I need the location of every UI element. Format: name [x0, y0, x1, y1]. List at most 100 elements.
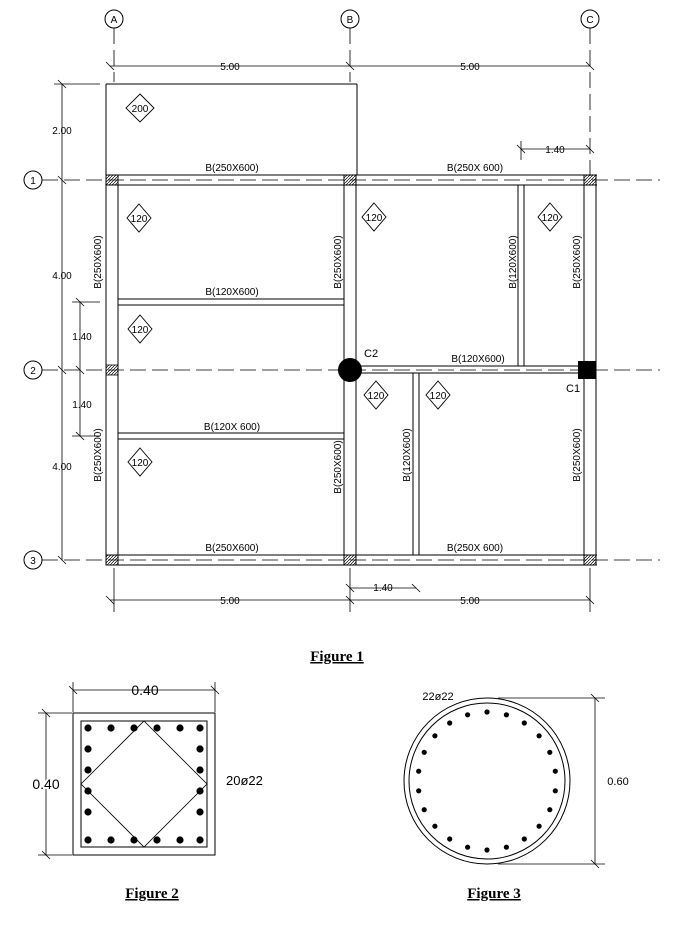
svg-text:120: 120	[430, 391, 447, 402]
svg-text:C1: C1	[566, 383, 580, 395]
secondary-beams	[118, 185, 584, 555]
rebar-dot	[153, 724, 161, 732]
rebar-dot	[547, 749, 553, 755]
rebar-dot	[107, 724, 115, 732]
slab-tag-a3: 120	[127, 447, 153, 477]
dim-span-12: 4.00	[52, 271, 72, 282]
beam-label-row3-bc: B(250X 600)	[447, 543, 503, 554]
rebar-dot	[521, 836, 527, 842]
rebar-dot	[196, 836, 204, 844]
dim-right-offset: 1.40	[545, 145, 565, 156]
fig3-diameter-dim: 0.60	[607, 776, 628, 788]
slab-tag-c1: 120	[537, 202, 563, 232]
fig2-width-dim: 0.40	[131, 682, 158, 698]
beam-label-colA-upper: B(250X600)	[93, 235, 104, 288]
rebar-dot	[536, 733, 542, 739]
dim-top-bc: 5.00	[460, 62, 480, 73]
rebar-dot	[196, 745, 204, 753]
beam-label-sec-upper: B(120X600)	[205, 287, 258, 298]
rebar-dot	[84, 766, 92, 774]
svg-text:3: 3	[30, 556, 36, 567]
beam-label-colB-upper: B(250X600)	[333, 235, 344, 288]
rebar-dot	[84, 724, 92, 732]
figure1-caption: Figure 1	[310, 649, 363, 665]
dimension-lines	[54, 61, 595, 612]
svg-text:C2: C2	[364, 348, 378, 360]
diamond-tie	[80, 720, 208, 848]
circular-column-section: 0.60 22ø22 Figure 3	[403, 691, 631, 902]
dim-bottom-offset: 1.40	[373, 583, 393, 594]
slab-tag-b2: 120	[363, 380, 389, 410]
svg-text:200: 200	[132, 104, 149, 115]
grid-bubble-2: 2	[23, 360, 43, 380]
rebar-dot	[503, 844, 509, 850]
svg-text:120: 120	[132, 325, 149, 336]
beam-label-row1-bc: B(250X 600)	[447, 163, 503, 174]
grid-bubble-a: A	[104, 9, 124, 29]
svg-text:B: B	[347, 15, 354, 26]
slab-tag-a2: 120	[127, 314, 153, 344]
rebar-dot	[552, 788, 558, 794]
dim-span-23: 4.00	[52, 462, 72, 473]
square-rebars	[84, 724, 204, 844]
svg-text:120: 120	[366, 213, 383, 224]
rebar-dot	[521, 720, 527, 726]
rebar-dot	[547, 807, 553, 813]
svg-text:120: 120	[368, 391, 385, 402]
rebar-dot	[176, 836, 184, 844]
circular-rebars	[416, 709, 558, 853]
rebar-dot	[503, 712, 509, 718]
beam-label-colB-lower: B(250X600)	[333, 440, 344, 493]
svg-text:120: 120	[131, 214, 148, 225]
svg-text:A: A	[111, 15, 118, 26]
column-hatches	[105, 174, 597, 566]
beam-label-colA-lower: B(250X600)	[93, 428, 104, 481]
rebar-dot	[196, 787, 204, 795]
figure2-caption: Figure 2	[125, 886, 178, 902]
grid-bubble-b: B	[340, 9, 360, 29]
rebar-dot	[484, 709, 490, 715]
figure3-caption: Figure 3	[467, 886, 520, 902]
svg-text:120: 120	[542, 213, 559, 224]
rebar-dot	[107, 836, 115, 844]
rebar-dot	[84, 787, 92, 795]
beam-label-colC-upper: B(250X600)	[572, 235, 583, 288]
rebar-dot	[130, 836, 138, 844]
rebar-dot	[421, 807, 427, 813]
rebar-dot	[432, 733, 438, 739]
svg-text:120: 120	[132, 458, 149, 469]
rebar-dot	[196, 808, 204, 816]
column-c1: C1	[566, 361, 596, 395]
slab-tag-b2b: 120	[425, 380, 451, 410]
slab-tag-cantilever: 200	[125, 93, 155, 123]
rebar-dot	[84, 836, 92, 844]
rebar-dot	[465, 844, 471, 850]
rebar-dot	[416, 768, 422, 774]
rebar-dot	[84, 745, 92, 753]
fig2-rebar-label: 20ø22	[226, 773, 263, 788]
beam-label-sec-2c: B(120X600)	[451, 354, 504, 365]
cantilever-outline	[105, 83, 358, 175]
rebar-dot	[552, 768, 558, 774]
rebar-dot	[130, 724, 138, 732]
rebar-dot	[484, 847, 490, 853]
rebar-dot	[196, 724, 204, 732]
svg-text:2: 2	[30, 366, 36, 377]
grid-bubble-1: 1	[23, 170, 43, 190]
floor-plan: A B C 1 2 3	[23, 9, 660, 665]
dim-upper-offset: 1.40	[72, 332, 92, 343]
dim-bottom-ab: 5.00	[220, 596, 240, 607]
slab-tag-b1: 120	[361, 202, 387, 232]
dim-lower-offset: 1.40	[72, 400, 92, 411]
dim-top-ab: 5.00	[220, 62, 240, 73]
fig3-rebar-label: 22ø22	[422, 691, 453, 703]
svg-text:C: C	[586, 15, 593, 26]
rebar-dot	[447, 836, 453, 842]
fig2-height-dim: 0.40	[32, 776, 59, 792]
rebar-dot	[176, 724, 184, 732]
beam-label-vert-upper: B(120X600)	[508, 235, 519, 288]
svg-text:1: 1	[30, 176, 36, 187]
rebar-dot	[196, 766, 204, 774]
rebar-dot	[465, 712, 471, 718]
rebar-dot	[421, 749, 427, 755]
